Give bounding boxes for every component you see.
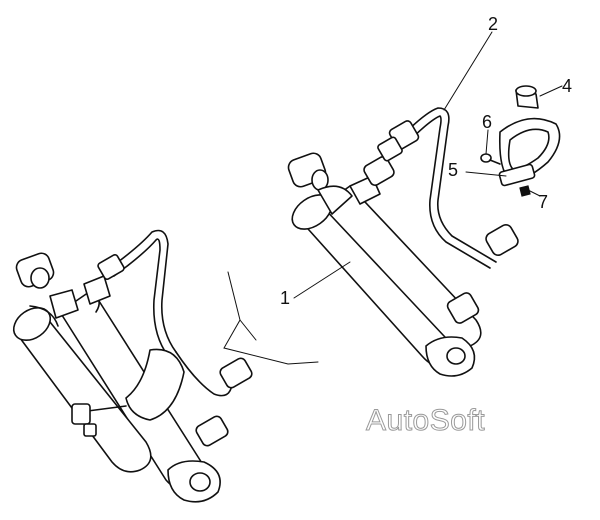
assembled-view	[12, 229, 253, 503]
callout-5: 5	[448, 160, 458, 180]
part-1-fitting-side	[446, 292, 480, 324]
callout-7: 7	[538, 192, 548, 212]
part-5-clamp	[498, 117, 561, 187]
callout-4: 4	[562, 76, 572, 96]
watermark: AutoSoft	[366, 404, 485, 437]
leader-6	[485, 129, 489, 155]
leader-4	[539, 85, 563, 97]
leader-2	[443, 31, 493, 111]
callout-2: 2	[488, 14, 498, 34]
assembly-clamp	[71, 348, 185, 437]
assembly-fitting-bottom	[195, 415, 229, 447]
leader-7	[527, 189, 541, 197]
part-6-bolt	[480, 153, 501, 165]
leader-5	[465, 171, 507, 177]
assembly-bottom-eye	[167, 460, 221, 503]
leader-1	[293, 261, 351, 299]
leader-lines	[293, 31, 563, 299]
part-1-fitting-upper	[363, 156, 395, 186]
callout-1: 1	[280, 288, 290, 308]
part-2-pipe	[377, 107, 519, 269]
assembly-pipe	[97, 229, 233, 397]
part-7-nut	[519, 185, 531, 197]
view-arrow	[223, 271, 319, 365]
assembly-fitting-top	[219, 357, 253, 389]
assembly-front-cylinder	[12, 305, 152, 473]
part-1-eye-end	[425, 336, 476, 377]
part-4-bushing	[515, 85, 539, 109]
assembly-eye-end	[15, 252, 111, 319]
part-1-cylinder	[287, 152, 482, 369]
callout-6: 6	[482, 112, 492, 132]
